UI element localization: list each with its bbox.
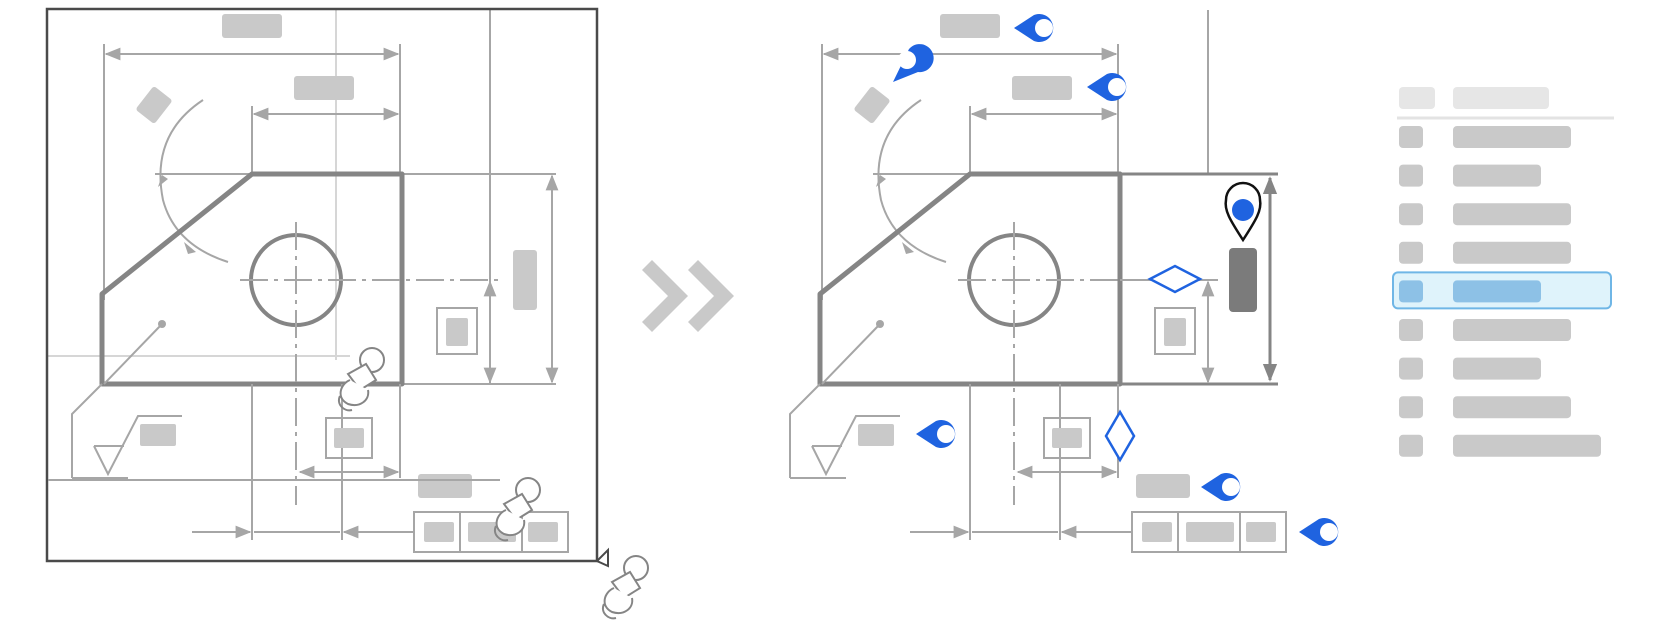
diamond-marker-icon[interactable] bbox=[1104, 409, 1136, 463]
callout-marker-icon[interactable] bbox=[916, 420, 956, 448]
pushpin-icon[interactable] bbox=[337, 347, 385, 412]
annotation-list-panel bbox=[1392, 87, 1614, 457]
double-chevron-right-icon bbox=[642, 260, 734, 332]
list-item[interactable] bbox=[1399, 126, 1571, 148]
annotated-drawing-panel bbox=[790, 10, 1339, 552]
list-item[interactable] bbox=[1399, 319, 1571, 341]
diamond-marker-icon[interactable] bbox=[1147, 264, 1203, 294]
list-item[interactable] bbox=[1399, 434, 1601, 457]
list-item[interactable] bbox=[1399, 396, 1571, 419]
callout-marker-icon[interactable] bbox=[1014, 14, 1054, 43]
list-item[interactable] bbox=[1392, 271, 1612, 310]
highlighted-dimension-value bbox=[1229, 248, 1257, 312]
location-pin-icon[interactable] bbox=[1224, 181, 1262, 243]
page-frame bbox=[45, 7, 599, 563]
callout-marker-icon[interactable] bbox=[1299, 518, 1339, 546]
list-item[interactable] bbox=[1399, 357, 1541, 380]
callout-marker-icon[interactable] bbox=[1087, 73, 1127, 101]
list-item[interactable] bbox=[1399, 241, 1571, 264]
callout-marker-icon[interactable] bbox=[893, 44, 934, 82]
list-item[interactable] bbox=[1399, 203, 1571, 226]
list-item[interactable] bbox=[1399, 164, 1541, 187]
pushpin-icon[interactable] bbox=[601, 555, 649, 620]
source-drawing-panel bbox=[45, 7, 649, 620]
callout-marker-icon[interactable] bbox=[1201, 473, 1241, 501]
